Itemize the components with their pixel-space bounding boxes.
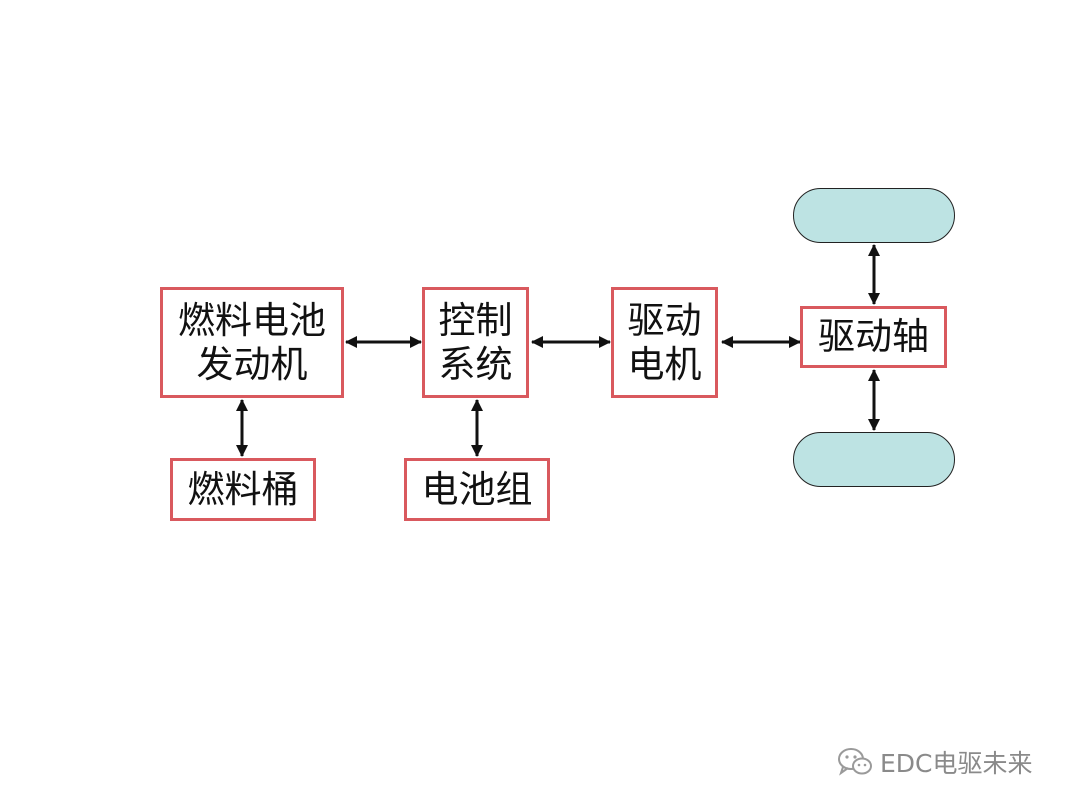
wechat-icon [838,748,872,776]
node-control-system: 控制 系统 [422,287,529,398]
node-drive-motor-label: 驱动 电机 [627,298,702,386]
watermark: EDC电驱未来 [836,742,1033,782]
node-fuel-cell-engine: 燃料电池 发动机 [160,287,344,398]
wheel-top [793,188,955,243]
node-drive-axle: 驱动轴 [800,306,947,368]
node-drive-motor: 驱动 电机 [611,287,718,398]
node-drive-axle-label: 驱动轴 [818,315,929,358]
node-control-system-label: 控制 系统 [438,298,513,386]
node-battery-pack-label: 电池组 [421,467,533,511]
node-fuel-cell-engine-label: 燃料电池 发动机 [178,298,326,386]
wheel-bottom [793,432,955,487]
node-battery-pack: 电池组 [404,458,550,521]
node-fuel-tank-label: 燃料桶 [187,467,299,511]
watermark-text: EDC电驱未来 [880,749,1033,778]
node-fuel-tank: 燃料桶 [170,458,316,521]
